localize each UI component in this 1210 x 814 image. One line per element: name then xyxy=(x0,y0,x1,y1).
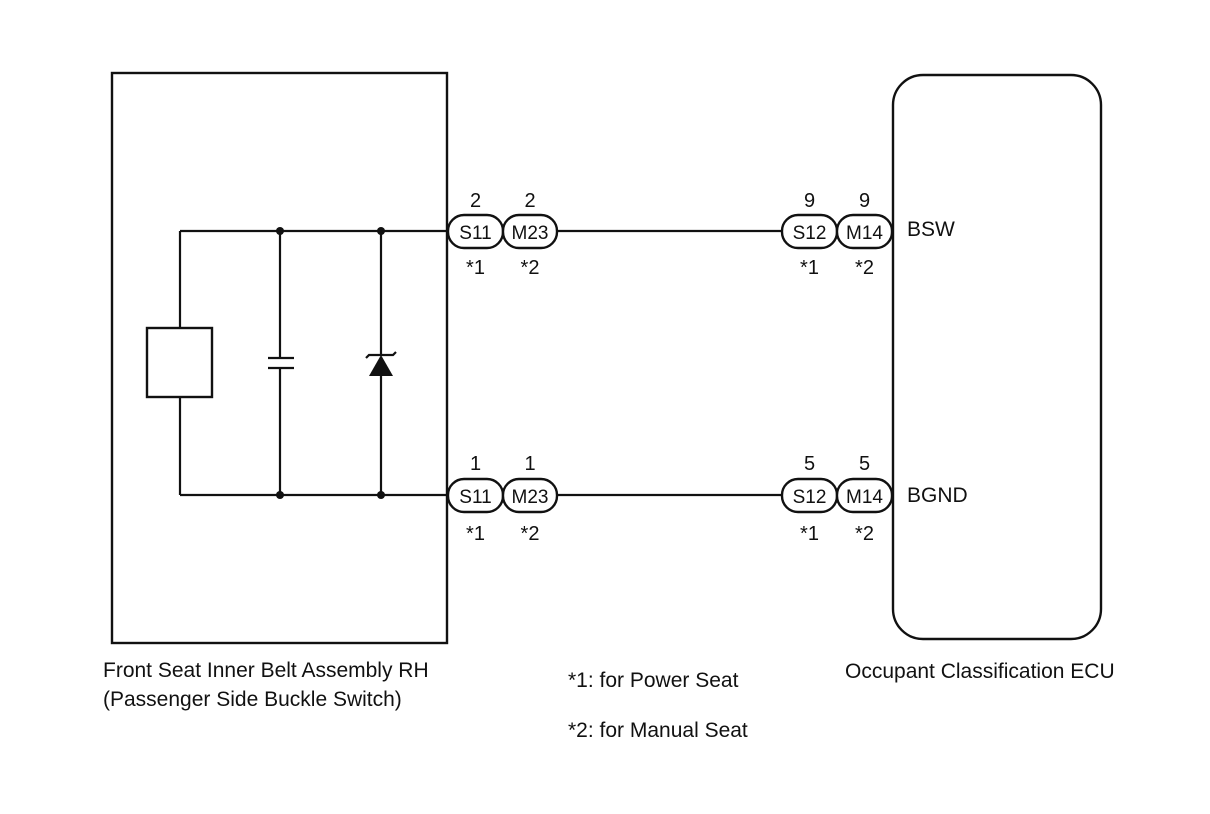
pin-number: 1 xyxy=(524,453,535,475)
connector-bottom-right-a: S12 5 *1 xyxy=(780,453,839,545)
pin-number: 9 xyxy=(804,190,815,212)
connector-tag: *1 xyxy=(466,257,485,279)
signal-bsw: BSW xyxy=(907,218,955,241)
connector-tag: *2 xyxy=(855,257,874,279)
connector-top-right-b: M14 9 *2 xyxy=(835,190,894,279)
connector-label: S12 xyxy=(793,223,827,244)
connector-label: M23 xyxy=(512,223,549,244)
connector-bottom-right-b: M14 5 *2 xyxy=(835,453,894,545)
note-manual-seat: *2: for Manual Seat xyxy=(568,719,748,742)
connector-label: S12 xyxy=(793,487,827,508)
connector-tag: *2 xyxy=(521,523,540,545)
left-component-name: Front Seat Inner Belt Assembly RH xyxy=(103,659,429,682)
switch-element xyxy=(145,326,214,399)
connector-bottom-left-a: S11 1 *1 xyxy=(446,453,505,545)
connector-label: S11 xyxy=(459,223,491,244)
connector-tag: *2 xyxy=(855,523,874,545)
ecu-box xyxy=(891,73,1103,641)
connector-tag: *1 xyxy=(466,523,485,545)
pin-number: 5 xyxy=(859,453,870,475)
connector-top-right-a: S12 9 *1 xyxy=(780,190,839,279)
connector-top-left-a: S11 2 *1 xyxy=(446,190,505,279)
pin-number: 2 xyxy=(524,190,535,212)
pin-number: 2 xyxy=(470,190,481,212)
internal-circuit xyxy=(145,227,447,499)
connector-label: M14 xyxy=(846,223,883,244)
right-component-name: Occupant Classification ECU xyxy=(845,660,1115,683)
connector-tag: *1 xyxy=(800,523,819,545)
connector-bottom-left-b: M23 1 *2 xyxy=(501,453,559,545)
pin-number: 1 xyxy=(470,453,481,475)
pin-number: 9 xyxy=(859,190,870,212)
connector-label: M14 xyxy=(846,487,883,508)
connector-tag: *2 xyxy=(521,257,540,279)
zener-diode-symbol xyxy=(369,355,393,376)
pin-number: 5 xyxy=(804,453,815,475)
connector-label: S11 xyxy=(459,487,491,508)
note-power-seat: *1: for Power Seat xyxy=(568,669,739,692)
connector-top-left-b: M23 2 *2 xyxy=(501,190,559,279)
connector-tag: *1 xyxy=(800,257,819,279)
signal-bgnd: BGND xyxy=(907,484,968,507)
connector-label: M23 xyxy=(512,487,549,508)
left-component-subname: (Passenger Side Buckle Switch) xyxy=(103,688,402,711)
